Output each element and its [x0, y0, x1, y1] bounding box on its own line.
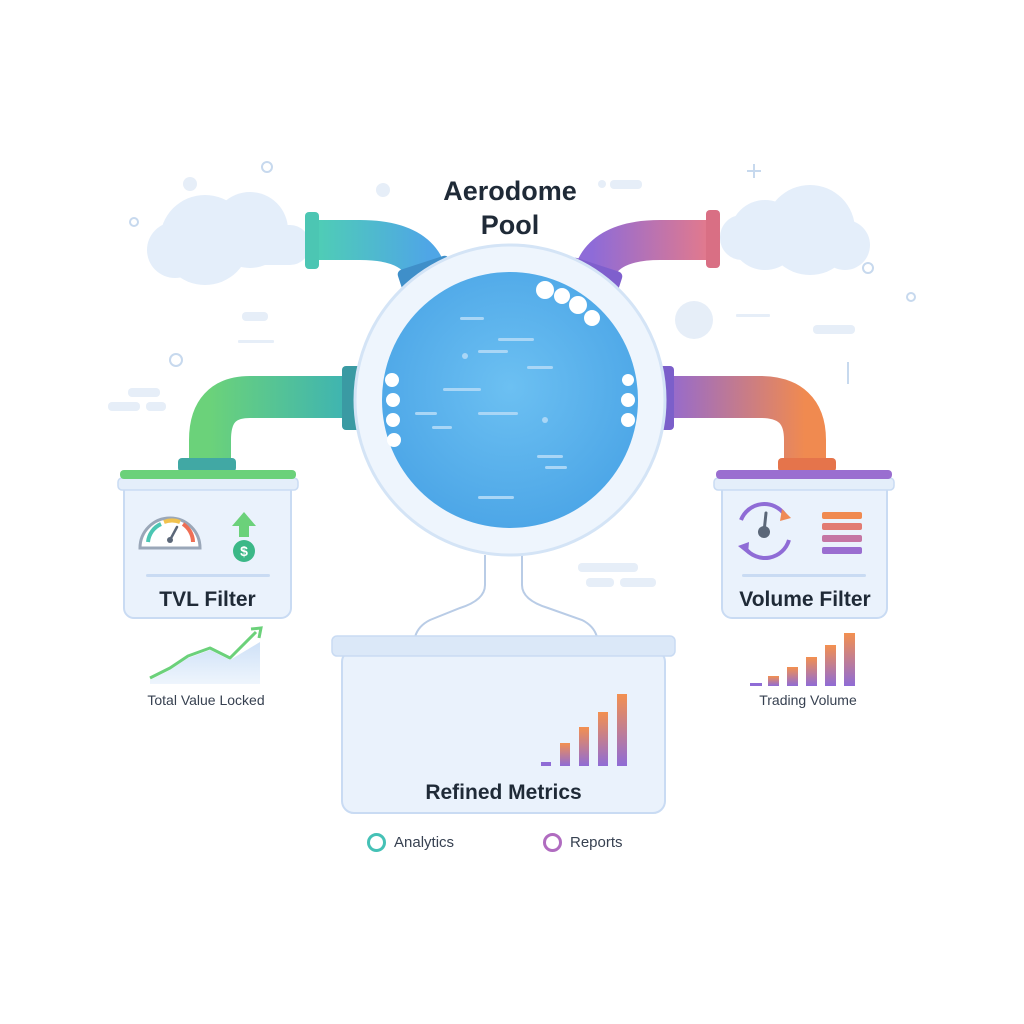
refined-metrics-title: Refined Metrics — [425, 781, 582, 804]
pool-tank — [353, 243, 667, 557]
legend-analytics-label: Analytics — [394, 834, 455, 851]
gauge-icon — [138, 516, 202, 550]
svg-text:$: $ — [240, 543, 248, 559]
tvl-filter-box — [117, 470, 299, 619]
water-ripples — [415, 317, 567, 499]
bar-chart-icon-refined — [541, 694, 627, 766]
volume-filter-title: Volume Filter — [739, 588, 871, 611]
cycle-gauge-icon — [738, 502, 791, 560]
tvl-filter-title: TVL Filter — [159, 588, 256, 611]
pipe-mid-left — [178, 366, 362, 472]
decorative-particles — [129, 161, 916, 384]
legend-reports-label: Reports — [570, 834, 623, 851]
volume-caption: Trading Volume — [759, 692, 857, 708]
decorative-dashes — [108, 177, 855, 587]
tvl-caption: Total Value Locked — [147, 692, 265, 708]
line-chart-icon — [149, 626, 263, 684]
pipe-mid-right — [654, 366, 836, 472]
analytics-ring-icon — [367, 833, 386, 852]
legend-reports: Reports — [543, 833, 623, 852]
list-bars-icon — [822, 512, 862, 554]
bar-chart-icon-volume — [750, 633, 855, 686]
refined-metrics-box — [331, 635, 676, 814]
pool-title: Aerodome Pool — [410, 174, 610, 242]
pool-title-line1: Aerodome — [443, 176, 577, 206]
pool-title-line2: Pool — [480, 210, 540, 240]
cloud-right — [720, 185, 870, 275]
cloud-left — [147, 192, 310, 285]
reports-ring-icon — [543, 833, 562, 852]
dollar-arrow-icon: $ — [232, 512, 256, 562]
bubbles — [385, 281, 635, 447]
legend-analytics: Analytics — [367, 833, 454, 852]
